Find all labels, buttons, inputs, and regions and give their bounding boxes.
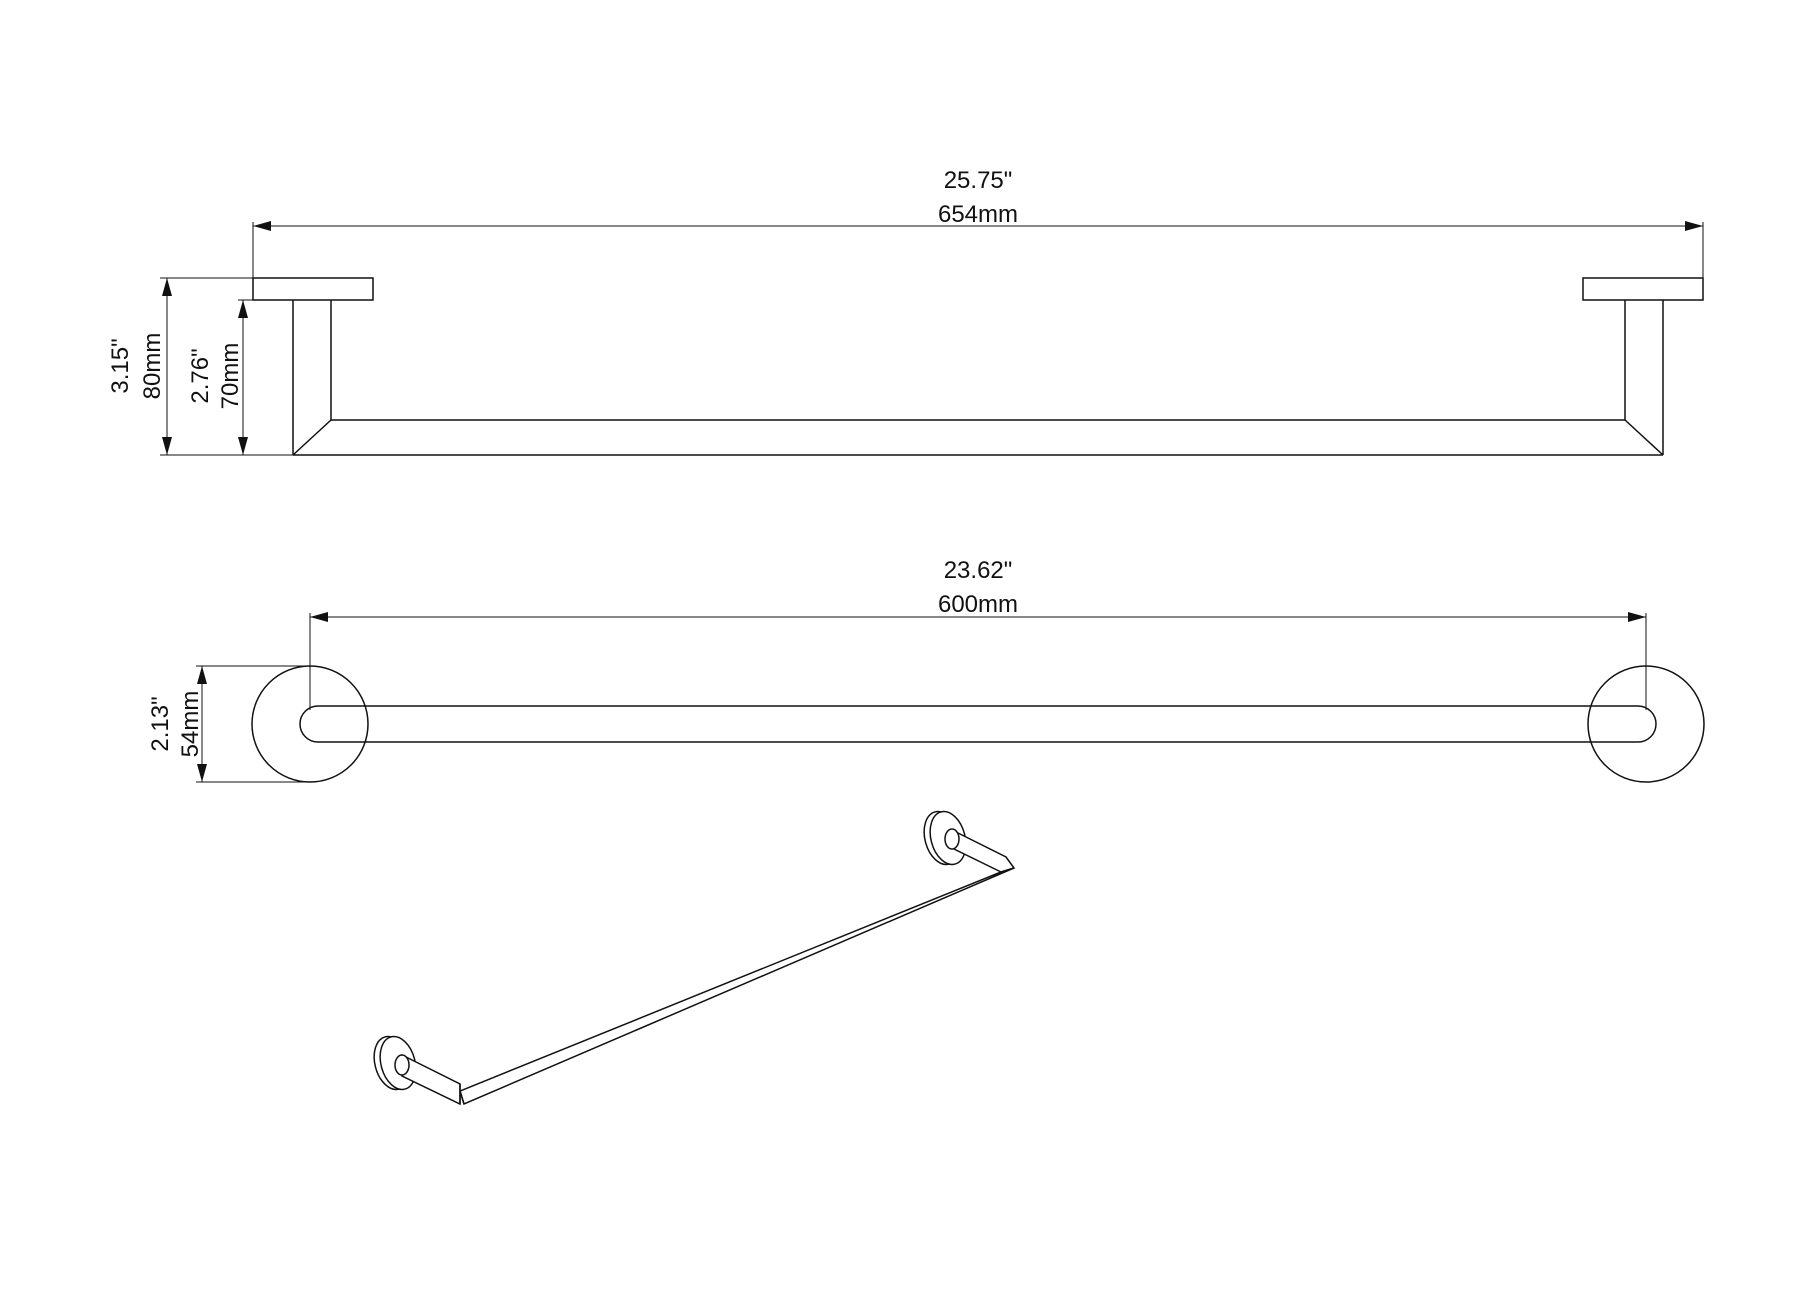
right-flange-side xyxy=(1582,277,1704,301)
iso-post-right xyxy=(944,828,1016,873)
bar-length-dimension: 23.62" 600mm xyxy=(309,557,1647,710)
right-flange-front xyxy=(1587,665,1705,783)
bar-length-mm-label: 600mm xyxy=(938,591,1018,618)
projection-inch-label: 2.76" xyxy=(187,348,214,403)
front-view: 23.62" 600mm 2.13" 54mm xyxy=(147,557,1705,783)
flange-height-inch-label: 3.15" xyxy=(107,338,134,393)
overall-length-dimension: 25.75" 654mm xyxy=(252,167,1704,278)
flange-diameter-mm-label: 54mm xyxy=(177,691,204,758)
projection-dimension: 2.76" 70mm xyxy=(187,299,253,455)
bar-length-inch-label: 23.62" xyxy=(944,557,1013,584)
bar-side-profile xyxy=(292,300,1664,456)
overall-length-mm-label: 654mm xyxy=(938,201,1018,228)
iso-post-left xyxy=(394,1053,465,1106)
side-view: 25.75" 654mm 3.15" xyxy=(107,167,1704,456)
iso-bar xyxy=(459,867,1015,1106)
projection-mm-label: 70mm xyxy=(217,343,244,410)
flange-height-mm-label: 80mm xyxy=(139,333,166,400)
bar-front xyxy=(299,705,1657,743)
isometric-view xyxy=(373,810,1016,1106)
overall-length-inch-label: 25.75" xyxy=(944,167,1013,194)
flange-diameter-inch-label: 2.13" xyxy=(147,696,174,751)
flange-diameter-dimension: 2.13" 54mm xyxy=(147,665,310,783)
left-flange-side xyxy=(252,277,374,301)
flange-height-dimension: 3.15" 80mm xyxy=(107,277,293,456)
